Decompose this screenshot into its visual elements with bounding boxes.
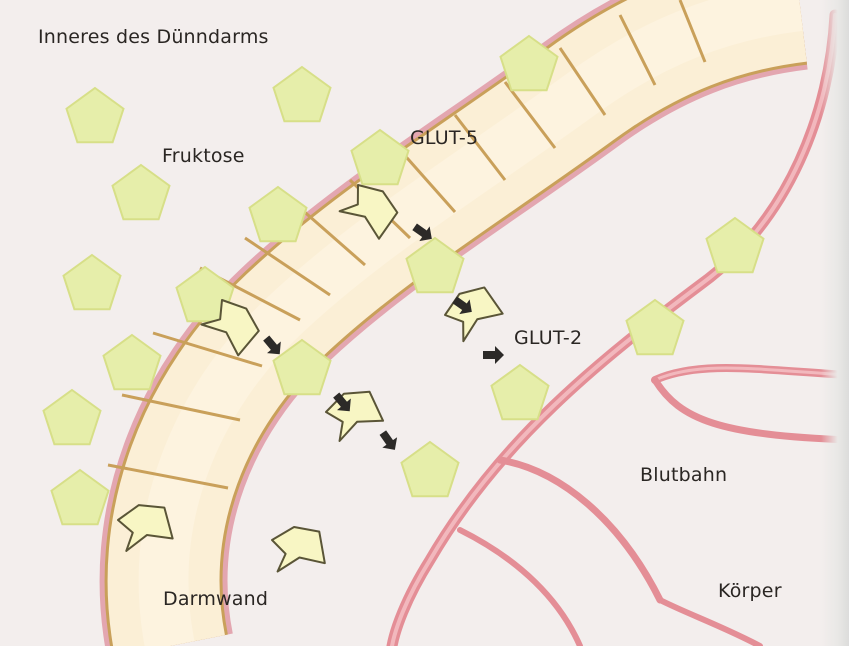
fructose-pentagon-icon (104, 335, 161, 389)
glut2-transporter-icon (322, 384, 383, 441)
glut5-label: GLUT-5 (410, 127, 478, 149)
glut2-transporter-icon (270, 523, 324, 572)
page-edge (821, 0, 849, 646)
arrow-icon (483, 346, 504, 364)
fructose-pentagon-icon (492, 365, 549, 419)
fructose-pentagon-icon (64, 255, 121, 309)
region-label-intestine: Inneres des Dünndarms (38, 26, 269, 48)
fructose-pentagon-icon (250, 187, 307, 241)
fructose-pentagon-icon (402, 442, 459, 496)
fructose-pentagon-icon (52, 470, 109, 524)
body-label: Körper (718, 580, 782, 602)
blood-label: Blutbahn (640, 464, 727, 486)
fructose-pentagon-icon (352, 130, 409, 184)
arrow-icon (375, 427, 402, 455)
fructose-pentagon-icon (44, 390, 101, 444)
fructose-pentagon-icon (274, 67, 331, 121)
glut2-label: GLUT-2 (514, 327, 582, 349)
fructose-pentagon-icon (67, 88, 124, 142)
fructose-pentagon-icon (113, 165, 170, 219)
fructose-label: Fruktose (162, 145, 245, 167)
wall-label: Darmwand (163, 588, 268, 610)
